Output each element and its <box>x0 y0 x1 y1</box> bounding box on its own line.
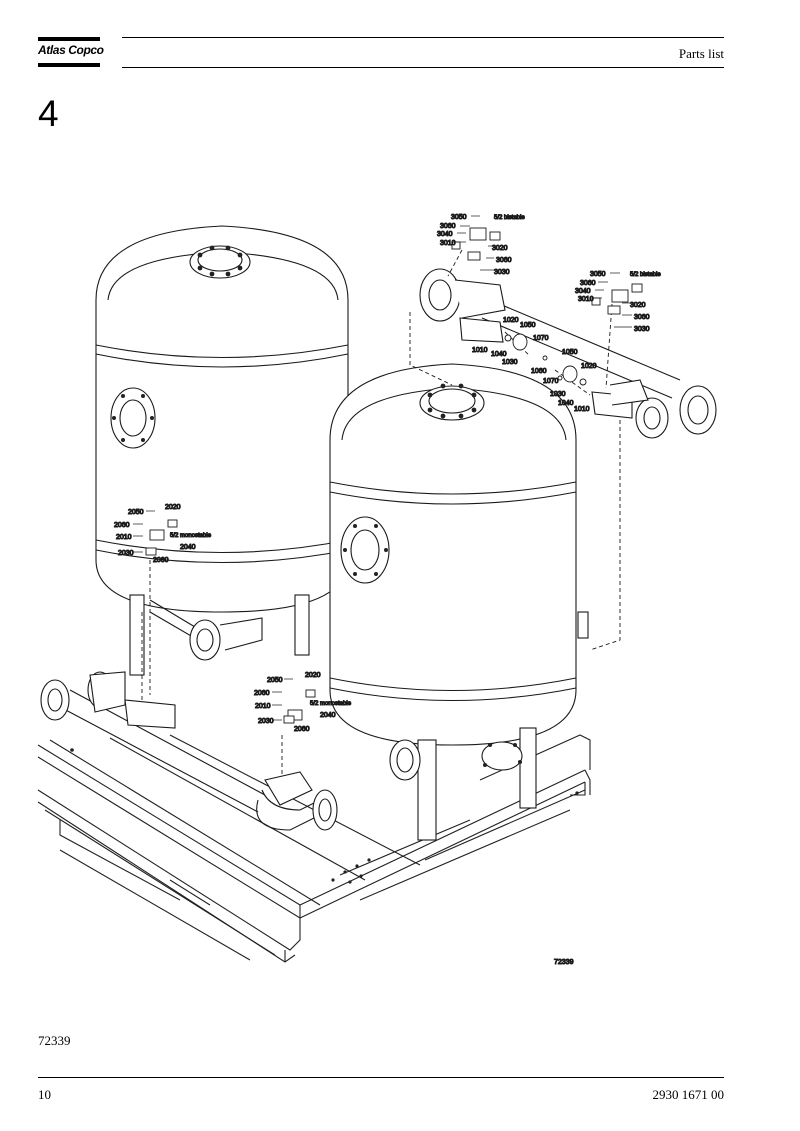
callout: 2060 <box>153 557 169 564</box>
callout: 3020 <box>630 302 646 309</box>
header-rule-bottom <box>122 67 724 68</box>
callout: 1070 <box>543 378 559 385</box>
assembly-dashed-lines <box>141 249 621 775</box>
callout: 1010 <box>574 406 590 413</box>
figure-number: 72339 <box>38 1033 71 1048</box>
callout: 3050 <box>590 271 606 278</box>
callout: 3020 <box>492 245 508 252</box>
section-number: 4 <box>38 93 59 134</box>
callout-leader-lines <box>133 215 632 721</box>
right-vessel-bolts <box>343 383 522 767</box>
callout: 2030 <box>118 550 134 557</box>
callout: 2020 <box>305 672 321 679</box>
callout: 1050 <box>520 322 536 329</box>
callout: 2040 <box>180 544 196 551</box>
callout: 2020 <box>165 504 181 511</box>
callout: 3010 <box>578 296 594 303</box>
callout: 1060 <box>531 368 547 375</box>
callout-valve-type: 5/2 monostable <box>310 701 352 707</box>
right-vessel <box>329 363 589 841</box>
callout: 3010 <box>440 240 456 247</box>
brand-logo-text: Atlas Copco <box>38 43 104 57</box>
callout: 1070 <box>533 335 549 342</box>
callout: 2030 <box>258 718 274 725</box>
callout: 2010 <box>255 703 271 710</box>
callout: 3030 <box>494 269 510 276</box>
callout: 1010 <box>472 347 488 354</box>
header-rule-top <box>122 37 724 38</box>
valve-parts <box>145 227 643 724</box>
callout: 1050 <box>562 349 578 356</box>
callout: 3060 <box>580 280 596 287</box>
lower-piping <box>40 599 338 831</box>
callout: 1020 <box>581 363 597 370</box>
drawing-id-label: 72339 <box>554 959 574 966</box>
callout: 2050 <box>267 677 283 684</box>
callout: 3050 <box>451 214 467 221</box>
callout-valve-type: 5/2 monostable <box>170 533 212 539</box>
left-vessel-bolts <box>112 245 243 442</box>
callout: 3060 <box>496 257 512 264</box>
callout: 1020 <box>503 317 519 324</box>
callout: 2050 <box>128 509 144 516</box>
page-number: 10 <box>38 1087 51 1102</box>
callout: 3030 <box>634 326 650 333</box>
callout: 2010 <box>116 534 132 541</box>
callout: 1040 <box>558 400 574 407</box>
callout: 3060 <box>440 223 456 230</box>
left-vessel <box>95 225 349 676</box>
callout: 1040 <box>491 351 507 358</box>
callout: 3040 <box>437 231 453 238</box>
footer-rule <box>38 1077 724 1078</box>
callout: 3060 <box>634 314 650 321</box>
header-title: Parts list <box>678 46 724 61</box>
upper-piping <box>419 268 717 439</box>
brand-logo <box>38 37 100 67</box>
callout-valve-type: 5/2 bistable <box>630 272 661 278</box>
document-number: 2930 1671 00 <box>652 1087 725 1102</box>
callout: 2060 <box>254 690 270 697</box>
callout: 2060 <box>294 726 310 733</box>
callout: 3040 <box>575 288 591 295</box>
callout: 2060 <box>114 522 130 529</box>
callout-valve-type: 5/2 bistable <box>494 215 525 221</box>
frame-bolt-holes <box>70 748 579 884</box>
callout: 1030 <box>550 391 566 398</box>
callout: 2040 <box>320 712 336 719</box>
callout: 1030 <box>502 359 518 366</box>
